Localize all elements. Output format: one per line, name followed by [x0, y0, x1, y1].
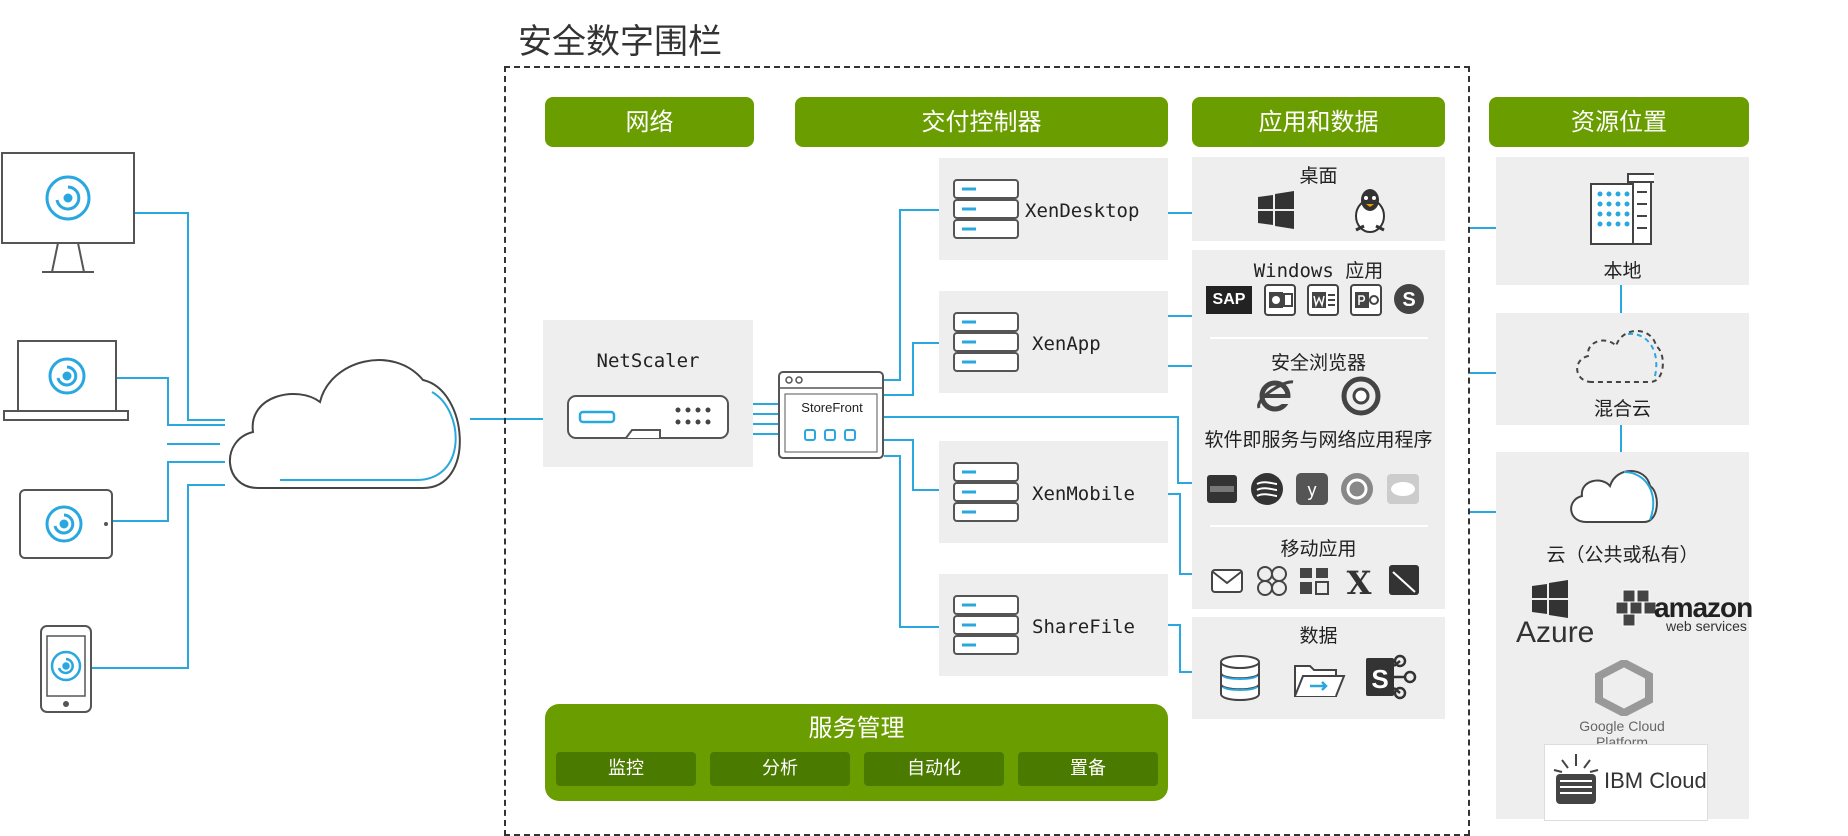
aws-cubes-icon: [1615, 589, 1657, 627]
ibm-cloud-logo: IBM Cloud: [1604, 768, 1707, 793]
header-delivery-controller: 交付控制器: [795, 97, 1168, 147]
windows-apps-label: Windows 应用: [1253, 260, 1384, 282]
word-icon: [1307, 284, 1339, 316]
fence-title: 安全数字围栏: [518, 22, 722, 62]
saas-label: 软件即服务与网络应用程序: [1204, 429, 1433, 451]
smartphone-icon: [40, 625, 92, 713]
saas-app-icon: [1207, 475, 1237, 503]
saas-app-icon: [1251, 473, 1283, 505]
gcp-hexagon-icon: [1595, 660, 1653, 716]
data-label: 数据: [1299, 625, 1338, 647]
powerpoint-icon: [1350, 284, 1382, 316]
mobile-app-icon: [1257, 566, 1287, 596]
mobile-apps-label: 移动应用: [1280, 538, 1357, 560]
xenmobile-label: XenMobile: [1032, 483, 1135, 505]
connection-lines: [92, 209, 1622, 673]
server-stack-icon: [953, 312, 1019, 372]
mobile-app-icon: [1389, 565, 1419, 595]
analytics-button[interactable]: 分析: [710, 752, 850, 786]
windows-logo-icon: [1258, 191, 1294, 229]
aws-subtitle: web services: [1666, 618, 1747, 634]
x-app-icon: X: [1347, 564, 1372, 598]
cloud-icon: [1570, 470, 1658, 523]
storefront-label: StoreFront: [801, 400, 863, 415]
xenapp-label: XenApp: [1032, 333, 1101, 355]
amazon-logo: amazon: [1654, 592, 1753, 623]
folder-share-icon: [1294, 665, 1346, 697]
sharefile-label: ShareFile: [1032, 616, 1135, 638]
skype-icon: S: [1394, 284, 1424, 314]
chrome-icon: [1341, 376, 1381, 416]
desktop-panel: [1192, 157, 1445, 241]
database-icon: [1220, 655, 1260, 701]
monitor-button[interactable]: 监控: [556, 752, 696, 786]
linux-penguin-icon: [1355, 189, 1385, 233]
sharepoint-icon: S: [1366, 654, 1417, 700]
office-building-icon: [1590, 173, 1654, 245]
server-stack-icon: [953, 595, 1019, 655]
internet-cloud-icon: [228, 359, 461, 489]
svg-text:S: S: [1402, 289, 1415, 311]
server-stack-icon: [953, 179, 1019, 239]
svg-text:S: S: [1371, 664, 1388, 694]
laptop-icon: [3, 340, 129, 421]
mobile-app-icon: [1300, 568, 1329, 595]
cloud-label: 云（公共或私有）: [1546, 544, 1699, 566]
hybrid-cloud-icon: [1576, 330, 1664, 383]
outlook-icon: [1264, 284, 1296, 316]
service-management-title: 服务管理: [808, 714, 905, 742]
onprem-label: 本地: [1603, 260, 1642, 282]
svg-text:y: y: [1308, 480, 1317, 500]
divider: [1210, 337, 1428, 339]
saas-app-icon: y: [1296, 473, 1328, 505]
azure-windows-logo-icon: [1532, 580, 1568, 618]
svg-text:X: X: [1347, 564, 1372, 598]
header-network: 网络: [545, 97, 754, 147]
hybrid-cloud-panel: [1496, 313, 1749, 425]
netscaler-appliance-icon: [567, 395, 729, 439]
desktop-label: 桌面: [1299, 165, 1338, 187]
sap-logo-icon: SAP: [1206, 286, 1252, 314]
storefront-icon: [778, 371, 884, 459]
header-resource-location: 资源位置: [1489, 97, 1749, 147]
netscaler-label: NetScaler: [596, 350, 700, 372]
netscaler-panel: [543, 320, 753, 467]
tablet-icon: [19, 489, 113, 559]
saas-app-icon: [1387, 474, 1419, 504]
provisioning-button[interactable]: 置备: [1018, 752, 1158, 786]
mail-app-icon: [1211, 569, 1243, 593]
server-stack-icon: [953, 462, 1019, 522]
automation-button[interactable]: 自动化: [864, 752, 1004, 786]
header-apps-data: 应用和数据: [1192, 97, 1445, 147]
hybrid-cloud-label: 混合云: [1593, 398, 1651, 420]
secure-browser-label: 安全浏览器: [1270, 352, 1366, 374]
internet-explorer-icon: [1257, 380, 1294, 412]
desktop-monitor-icon: [1, 152, 135, 273]
xendesktop-label: XenDesktop: [1025, 200, 1140, 222]
ibm-cloud-icon: [1553, 754, 1599, 804]
saas-app-icon: [1341, 473, 1373, 505]
azure-logo: Azure: [1516, 616, 1595, 649]
divider: [1210, 525, 1428, 527]
